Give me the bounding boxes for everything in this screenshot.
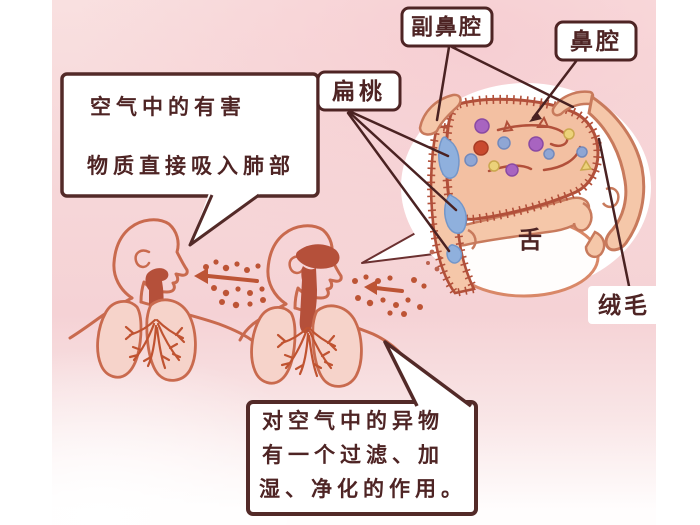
figure-left-ear [134, 249, 151, 269]
nose-profile [587, 94, 646, 252]
figure-right-lung-right [311, 304, 363, 388]
leader-cilia [597, 137, 631, 288]
leader-tonsil-2 [347, 110, 458, 212]
leader-nasal-cavity [531, 58, 579, 120]
leader-nasal-cavity-arrowhead [529, 112, 542, 122]
figure-left-lung-left [96, 300, 143, 379]
nasal-cavity-inset [361, 83, 651, 298]
figure-right-lung-left [250, 306, 297, 385]
leader-lines [346, 45, 631, 288]
figure-right-nasal-cavity-fill [295, 244, 340, 269]
left-callout-tail-edges [188, 193, 260, 247]
label-box-tonsil [316, 70, 402, 112]
left-callout-box [60, 72, 320, 198]
uvula-curve [572, 201, 593, 232]
leader-tonsil-1 [347, 109, 450, 158]
leader-tonsil-3 [346, 111, 451, 253]
figure-left-inhaled-particles [203, 259, 266, 309]
label-cilia: 绒毛 [598, 292, 650, 319]
text-layer: 空气中的有害 物质直接吸入肺部 对空气中的异物 有一个过滤、加 湿、净化的作用。… [87, 15, 650, 502]
bottom-callout-line-1: 对空气中的异物 [262, 409, 444, 433]
label-tonsil: 扁桃 [332, 79, 386, 105]
figure-right-bronchi [276, 326, 338, 378]
figure-person-left [68, 218, 266, 382]
figure-person-right [238, 224, 427, 388]
bottom-callout-tail-edges [383, 340, 473, 408]
leader-paranasal-right [450, 45, 575, 109]
bottom-callout-line-2: 有一个过滤、加 [262, 443, 444, 467]
figure-left-bronchi [124, 318, 186, 370]
figure-left-lung-right [145, 298, 197, 382]
leader-paranasal-left [435, 45, 451, 122]
nostril-curl [601, 187, 620, 209]
figure-right-trachea [299, 266, 317, 334]
figure-right-inhale-arrow [364, 280, 404, 295]
label-box-cilia [588, 286, 660, 324]
figure-right-inhaled-particles [352, 274, 427, 317]
callout-frames [60, 6, 660, 516]
label-tongue: 舌 [518, 226, 542, 254]
bottom-callout-line-3: 湿、净化的作用。 [259, 477, 467, 501]
trapped-particle-dots [464, 115, 593, 177]
mouth-fold-left [467, 228, 477, 250]
figure-left-inhale-arrow [194, 268, 259, 284]
label-box-nasal-cavity [554, 20, 638, 62]
label-box-paranasal-sinus [400, 6, 494, 48]
label-nasal-cavity: 鼻腔 [570, 28, 622, 55]
bottom-callout-box [246, 400, 478, 516]
label-paranasal-sinus: 副鼻腔 [411, 15, 483, 41]
mucus-specks [426, 249, 442, 272]
left-callout-line-2: 物质直接吸入肺部 [87, 154, 295, 178]
left-callout-line-1: 空气中的有害 [90, 95, 246, 119]
pharynx-fold-right [584, 230, 606, 259]
